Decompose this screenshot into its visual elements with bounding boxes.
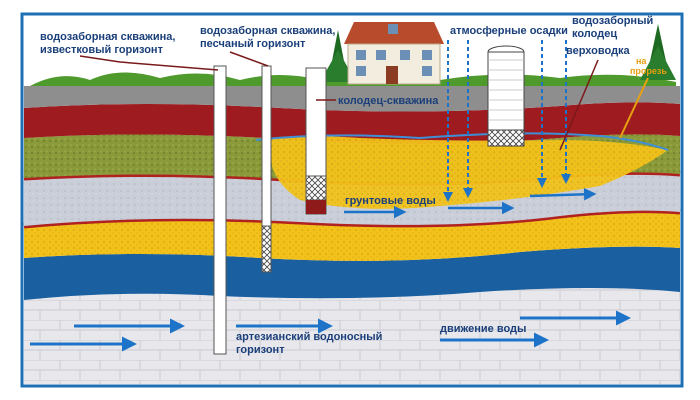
house-icon bbox=[344, 22, 444, 85]
label-precipitation: атмосферные осадки bbox=[450, 25, 568, 37]
groundwater-lens bbox=[270, 136, 668, 209]
tree-icon bbox=[640, 24, 676, 80]
label-side-1: на bbox=[636, 56, 647, 66]
label-groundwater: грунтовые воды bbox=[345, 195, 436, 207]
label-intake-well-1: водозаборный bbox=[572, 15, 653, 27]
tree-icon bbox=[320, 30, 356, 82]
label-limestone-well-1: водозаборная скважина, bbox=[40, 31, 175, 43]
label-side-2: прорезь bbox=[630, 66, 667, 76]
artesian-aquifer-layer bbox=[24, 246, 680, 300]
label-shaft-well: колодец-скважина bbox=[338, 95, 439, 107]
intake-well-cylinder bbox=[487, 45, 525, 147]
sand-well-pipe bbox=[261, 65, 272, 273]
limestone-well-pipe bbox=[213, 65, 227, 355]
label-sand-well-2: песчаный горизонт bbox=[200, 38, 306, 50]
shaft-well-pipe bbox=[305, 67, 327, 215]
label-limestone-well-2: известковый горизонт bbox=[40, 44, 164, 56]
labels: водозаборная скважина, известковый гориз… bbox=[40, 15, 653, 356]
water-movement-arrows bbox=[30, 310, 631, 352]
label-intake-well-2: колодец bbox=[572, 28, 617, 40]
leader-lines bbox=[79, 51, 599, 151]
label-artesian-2: горизонт bbox=[236, 344, 285, 356]
label-water-movement: движение воды bbox=[440, 323, 526, 335]
label-sand-well-1: водозаборная скважина, bbox=[200, 25, 335, 37]
side-label: на прорезь bbox=[630, 56, 667, 76]
side-leader-line bbox=[619, 77, 649, 139]
limestone-layer bbox=[24, 287, 680, 384]
label-perched-water: верховодка bbox=[566, 45, 631, 57]
groundwater-arrows bbox=[344, 188, 597, 219]
label-artesian-1: артезианский водоносный bbox=[236, 331, 382, 343]
precipitation-arrows bbox=[443, 40, 571, 202]
lower-sand-layer bbox=[24, 210, 680, 261]
